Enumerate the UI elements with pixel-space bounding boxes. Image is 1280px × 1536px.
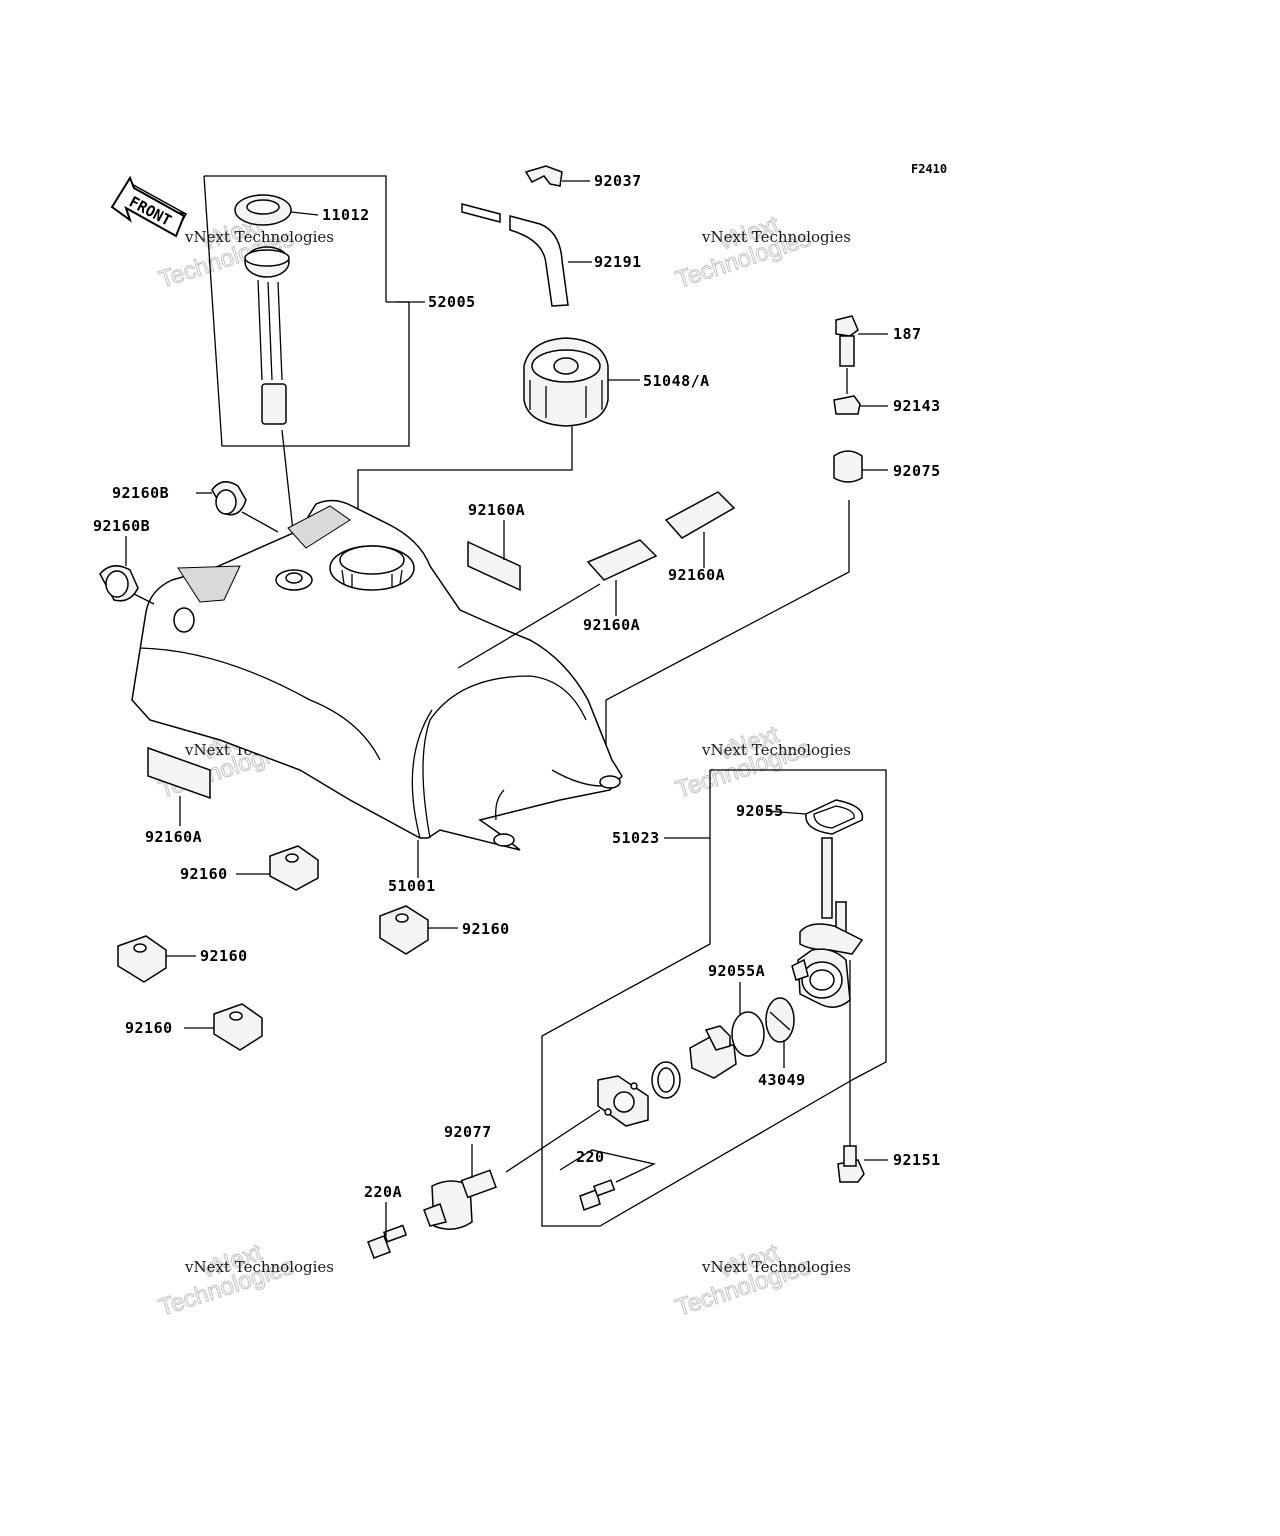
part-label-220A: 220A xyxy=(364,1183,402,1201)
fuel-tank xyxy=(131,499,623,878)
part-label-92143: 92143 xyxy=(893,397,941,415)
svg-text:vNext Technologies: vNext Technologies xyxy=(184,228,334,246)
part-label-92075: 92075 xyxy=(893,462,941,480)
watermark-top-right: vNext Technologies vNext Technologies xyxy=(672,210,851,294)
svg-text:vNext Technologies: vNext Technologies xyxy=(701,228,851,246)
pad-92160A-center xyxy=(467,520,521,592)
part-label-51023: 51023 xyxy=(612,829,660,847)
part-label-92055: 92055 xyxy=(736,802,784,820)
watermark-mid-right: vNext Technologies vNext Technologies xyxy=(672,720,851,804)
part-label-92077: 92077 xyxy=(444,1123,492,1141)
part-label-51048A: 51048/A xyxy=(643,372,710,390)
fuel-cap xyxy=(357,337,640,560)
svg-text:vNext Technologies: vNext Technologies xyxy=(701,741,851,759)
part-label-92191: 92191 xyxy=(594,253,642,271)
part-label-92160A-left: 92160A xyxy=(145,828,202,846)
part-label-92160B-upper: 92160B xyxy=(112,484,169,502)
fuel-cock-assembly xyxy=(367,769,888,1259)
part-label-220: 220 xyxy=(576,1148,605,1166)
clip-92160-d xyxy=(184,1003,263,1051)
part-label-92055A: 92055A xyxy=(708,962,765,980)
grommet-92160B-upper xyxy=(196,481,279,533)
watermark-top-left: vNext Technologies vNext Technologies xyxy=(155,210,334,294)
part-label-92160-b: 92160 xyxy=(462,920,510,938)
breather-hose xyxy=(461,165,592,307)
front-arrow-icon: FRONT xyxy=(110,175,188,238)
pad-92160A-mid xyxy=(586,539,658,616)
clip-92160-b xyxy=(379,905,458,955)
watermark-bottom-right: vNext Technologies vNext Technologies xyxy=(672,1238,851,1322)
pad-92160A-left xyxy=(147,746,211,826)
svg-text:vNext Technologies: vNext Technologies xyxy=(701,1258,851,1276)
svg-text:vNext Technologies: vNext Technologies xyxy=(184,1258,334,1276)
part-label-92160A-center: 92160A xyxy=(468,501,525,519)
grommet-92160B-lower xyxy=(99,536,155,605)
part-label-43049: 43049 xyxy=(758,1071,806,1089)
part-label-92160B-lower: 92160B xyxy=(93,517,150,535)
part-label-92160-a: 92160 xyxy=(180,865,228,883)
part-label-11012: 11012 xyxy=(322,206,370,224)
part-label-92037: 92037 xyxy=(594,172,642,190)
clip-92160-a xyxy=(236,845,319,891)
part-label-187: 187 xyxy=(893,325,922,343)
fuel-gauge-assembly xyxy=(203,175,425,541)
part-label-92160-d: 92160 xyxy=(125,1019,173,1037)
part-label-92160-c: 92160 xyxy=(200,947,248,965)
part-label-52005: 52005 xyxy=(428,293,476,311)
figure-code: F2410 xyxy=(911,162,947,176)
part-label-92160A-mid: 92160A xyxy=(583,616,640,634)
part-label-92160A-right: 92160A xyxy=(668,566,725,584)
part-label-51001: 51001 xyxy=(388,877,436,895)
part-label-92151: 92151 xyxy=(893,1151,941,1169)
mounting-bolt-stack xyxy=(605,315,888,760)
clip-92160-c xyxy=(117,935,196,983)
watermark-bottom-left: vNext Technologies vNext Technologies xyxy=(155,1238,334,1322)
pad-92160A-right xyxy=(664,491,736,568)
